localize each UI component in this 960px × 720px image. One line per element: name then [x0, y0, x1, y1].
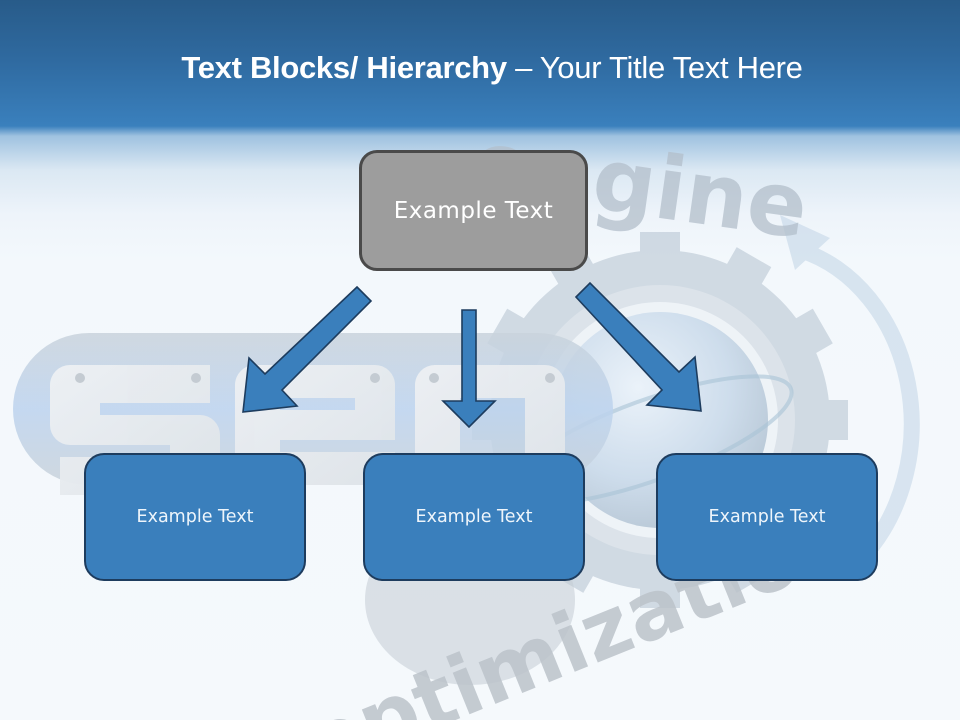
arrow-left-icon: [242, 285, 373, 413]
title-light-part: Your Title Text Here: [539, 50, 803, 85]
title-separator: –: [506, 50, 540, 85]
child-text-box-left[interactable]: Example Text: [84, 453, 306, 581]
child-label-right: Example Text: [708, 507, 826, 527]
top-level-text-box[interactable]: Example Text: [359, 150, 588, 271]
child-text-box-center[interactable]: Example Text: [363, 453, 585, 581]
title-bold-part: Text Blocks/ Hierarchy: [181, 50, 507, 85]
top-level-label: Example Text: [393, 197, 554, 224]
child-label-center: Example Text: [415, 507, 533, 527]
circular-arrow-icon: [780, 215, 920, 566]
arrow-down-icon: [441, 309, 497, 429]
arrow-right-icon: [574, 281, 702, 412]
child-text-box-right[interactable]: Example Text: [656, 453, 878, 581]
slide-title: Text Blocks/ Hierarchy – Your Title Text…: [0, 50, 960, 86]
child-label-left: Example Text: [136, 507, 254, 527]
